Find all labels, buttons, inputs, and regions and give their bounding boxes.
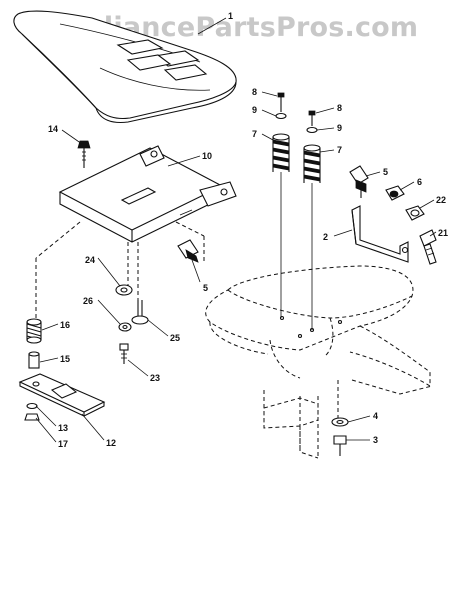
callout-15: 15 — [60, 354, 70, 364]
washer-13[interactable] — [26, 402, 38, 410]
seat[interactable] — [13, 10, 237, 124]
stud-8-right[interactable] — [308, 110, 316, 126]
callout-14: 14 — [48, 124, 58, 134]
callout-5-left: 5 — [203, 283, 208, 293]
callout-7-right: 7 — [337, 145, 342, 155]
tractor-frame — [205, 265, 433, 459]
callout-9-left: 9 — [252, 105, 257, 115]
callout-7-left: 7 — [252, 129, 257, 139]
callout-4: 4 — [373, 411, 378, 421]
shoulder-bolt[interactable] — [419, 229, 437, 265]
washer-4[interactable] — [331, 417, 349, 427]
washer-26[interactable] — [118, 322, 132, 332]
clip-right[interactable] — [349, 165, 369, 198]
bushing-15[interactable] — [28, 351, 40, 369]
callout-5-right: 5 — [383, 167, 388, 177]
callout-26: 26 — [83, 296, 93, 306]
callout-3: 3 — [373, 435, 378, 445]
spring-7-right[interactable] — [303, 144, 321, 183]
callout-16: 16 — [60, 320, 70, 330]
stud-8-left[interactable] — [277, 92, 285, 112]
knob-bolt[interactable] — [77, 140, 91, 168]
clip-left[interactable] — [177, 239, 199, 263]
spring-7-left[interactable] — [272, 133, 290, 172]
callout-8-left: 8 — [252, 87, 257, 97]
callout-13: 13 — [58, 423, 68, 433]
callout-22: 22 — [436, 195, 446, 205]
callout-21: 21 — [438, 228, 448, 238]
callout-23: 23 — [150, 373, 160, 383]
bracket-plate[interactable] — [18, 373, 106, 417]
spring-16[interactable] — [26, 318, 42, 344]
leader-lines — [35, 17, 437, 443]
callout-17: 17 — [58, 439, 68, 449]
washer-9-left[interactable] — [275, 112, 287, 120]
callout-10: 10 — [202, 151, 212, 161]
callout-6: 6 — [417, 177, 422, 187]
callout-9-right: 9 — [337, 123, 342, 133]
callout-24: 24 — [85, 255, 95, 265]
seat-bracket[interactable] — [351, 205, 409, 263]
washer-24[interactable] — [115, 284, 133, 296]
callout-12: 12 — [106, 438, 116, 448]
bolt-3[interactable] — [333, 435, 347, 456]
callout-2: 2 — [323, 232, 328, 242]
washer-9-right[interactable] — [306, 126, 318, 134]
screw-23[interactable] — [119, 343, 129, 364]
callout-1: 1 — [228, 11, 233, 21]
callout-8-right: 8 — [337, 103, 342, 113]
callout-25: 25 — [170, 333, 180, 343]
locknut-22[interactable] — [405, 205, 425, 221]
nut-6[interactable] — [385, 185, 405, 201]
pivot-bolt[interactable] — [131, 300, 149, 325]
nut-17[interactable] — [24, 413, 40, 421]
seat-pan[interactable] — [58, 145, 237, 243]
